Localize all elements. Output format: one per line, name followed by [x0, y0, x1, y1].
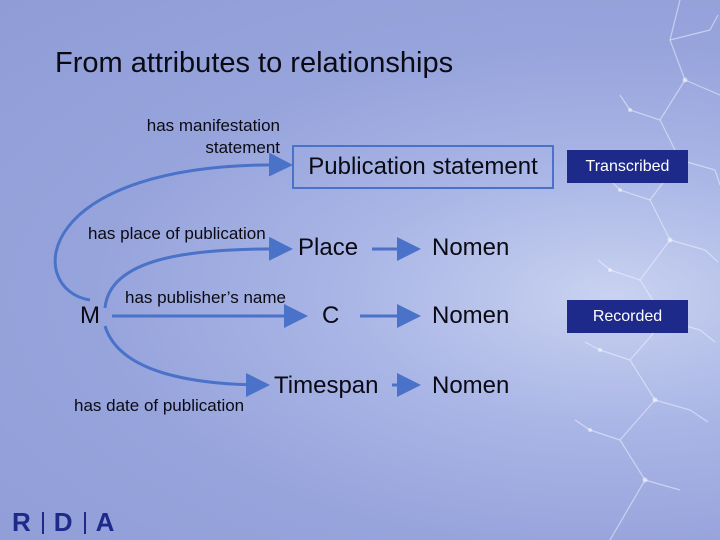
node-timespan: Timespan	[274, 372, 379, 399]
slide-title: From attributes to relationships	[55, 47, 454, 79]
node-nomen: Nomen	[432, 302, 510, 329]
arrow-manifestation-statement	[53, 152, 293, 302]
node-nomen: Nomen	[432, 234, 510, 261]
logo-divider	[83, 511, 86, 534]
tag-transcribed: Transcribed	[567, 150, 688, 183]
label-line-1: has manifestation	[146, 116, 280, 135]
label-has-place-of-publication: has place of publication	[88, 224, 266, 243]
arrow-place-of-publication	[103, 236, 293, 309]
label-line-2: statement	[205, 138, 280, 157]
logo-letter: D	[53, 507, 74, 537]
node-nomen: Nomen	[432, 372, 510, 399]
node-place: Place	[298, 234, 359, 261]
label-has-date-of-publication: has date of publication	[74, 396, 245, 415]
label-has-manifestation-statement: has manifestation statement	[130, 115, 280, 159]
logo-letter: R	[12, 507, 32, 537]
node-m: M	[80, 302, 100, 329]
node-publication-statement: Publication statement	[292, 145, 554, 189]
arrow-date-of-publication	[103, 325, 270, 397]
rda-logo: R D A	[12, 507, 115, 538]
logo-divider	[41, 511, 44, 534]
logo-letter: A	[95, 507, 116, 537]
tag-recorded: Recorded	[567, 300, 688, 333]
label-has-publishers-name: has publisher’s name	[125, 288, 286, 307]
node-c: C	[322, 302, 340, 329]
